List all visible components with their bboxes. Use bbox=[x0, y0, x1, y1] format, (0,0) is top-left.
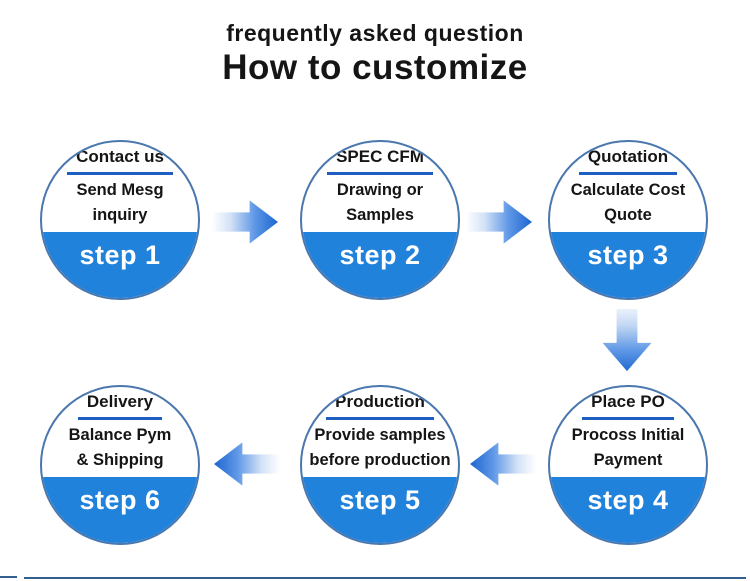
step-5-line: Provide samples bbox=[314, 426, 446, 445]
step-5-circle: Production Provide samples before produc… bbox=[300, 385, 460, 545]
step-2-title: SPEC CFM bbox=[327, 146, 433, 176]
step-2-line: Samples bbox=[346, 206, 414, 225]
step-5-label: step 5 bbox=[339, 485, 421, 516]
step-6-line: Balance Pym bbox=[68, 426, 172, 445]
arrow-left-icon bbox=[214, 442, 280, 486]
diagram-header: frequently asked question How to customi… bbox=[0, 18, 750, 88]
diagram-title: How to customize bbox=[222, 48, 528, 87]
step-2-circle: SPEC CFM Drawing or Samples step 2 bbox=[300, 140, 460, 300]
step-5-text: Production Provide samples before produc… bbox=[302, 387, 458, 477]
step-5-title: Production bbox=[326, 391, 434, 421]
step-6-band: step 6 bbox=[42, 477, 198, 543]
step-5-band: step 5 bbox=[302, 477, 458, 543]
bottom-rule-long bbox=[24, 577, 746, 579]
step-1-line: inquiry bbox=[92, 206, 148, 225]
step-1-text: Contact us Send Mesg inquiry bbox=[42, 142, 198, 232]
step-2-label: step 2 bbox=[339, 240, 421, 271]
step-6-title: Delivery bbox=[77, 391, 163, 421]
diagram-subtitle: frequently asked question bbox=[226, 20, 524, 46]
step-6-circle: Delivery Balance Pym & Shipping step 6 bbox=[40, 385, 200, 545]
step-3-title: Quotation bbox=[578, 146, 678, 176]
step-1-band: step 1 bbox=[42, 232, 198, 298]
step-1-line: Send Mesg bbox=[76, 181, 164, 200]
step-4-text: Place PO Procoss Initial Payment bbox=[550, 387, 706, 477]
step-4-title: Place PO bbox=[582, 391, 674, 421]
step-4-label: step 4 bbox=[587, 485, 669, 516]
step-2-line: Drawing or bbox=[336, 181, 424, 200]
step-6-line: & Shipping bbox=[76, 451, 164, 470]
arrow-right-icon bbox=[212, 200, 278, 244]
bottom-rule-short bbox=[0, 576, 17, 578]
step-6-text: Delivery Balance Pym & Shipping bbox=[42, 387, 198, 477]
step-3-line: Calculate Cost bbox=[570, 181, 686, 200]
step-6-label: step 6 bbox=[79, 485, 161, 516]
step-2-band: step 2 bbox=[302, 232, 458, 298]
arrow-down-icon bbox=[602, 309, 652, 372]
step-3-line: Quote bbox=[604, 206, 652, 225]
step-4-band: step 4 bbox=[550, 477, 706, 543]
step-1-title: Contact us bbox=[67, 146, 173, 176]
step-4-line: Procoss Initial bbox=[571, 426, 685, 445]
step-1-label: step 1 bbox=[79, 240, 161, 271]
step-1-circle: Contact us Send Mesg inquiry step 1 bbox=[40, 140, 200, 300]
step-3-circle: Quotation Calculate Cost Quote step 3 bbox=[548, 140, 708, 300]
arrow-right-icon bbox=[466, 200, 532, 244]
step-4-circle: Place PO Procoss Initial Payment step 4 bbox=[548, 385, 708, 545]
step-3-band: step 3 bbox=[550, 232, 706, 298]
step-2-text: SPEC CFM Drawing or Samples bbox=[302, 142, 458, 232]
arrow-left-icon bbox=[470, 442, 536, 486]
step-5-line: before production bbox=[309, 451, 451, 470]
step-3-text: Quotation Calculate Cost Quote bbox=[550, 142, 706, 232]
step-4-line: Payment bbox=[593, 451, 663, 470]
step-3-label: step 3 bbox=[587, 240, 669, 271]
